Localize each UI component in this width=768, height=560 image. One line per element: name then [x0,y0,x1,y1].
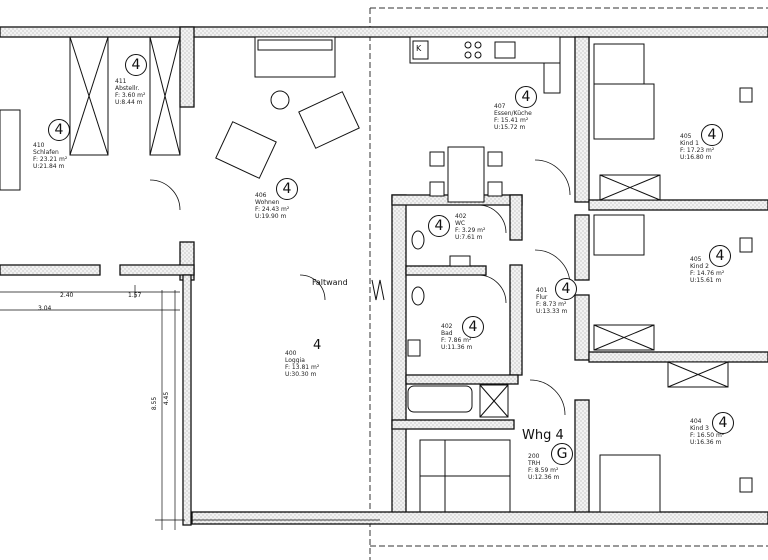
room-label-410: 410 Schlafen F: 23.21 m² U:21.84 m [33,142,68,170]
folding-wall [371,279,385,301]
kitchen-fridge-label: K [416,44,422,53]
dimension-label: 3.04 [38,305,52,312]
unit-marker: 4 [701,124,723,146]
unit-marker: G [551,443,573,465]
bedroom-furniture [593,43,753,513]
room-label-405: 405 Kind 1 F: 17.23 m² U:16.80 m [680,133,715,161]
unit-marker: 4 [125,54,147,76]
dimension-label: 2.40 [60,292,74,299]
room-label-402-wc: 402 WC F: 3.29 m² U:7.61 m [455,213,486,241]
room-label-400: 400 Loggia F: 13.81 m² U:30.30 m [285,350,320,378]
unit-marker: 4 [515,86,537,108]
unit-marker: 4 [462,316,484,338]
room-label-406: 406 Wohnen F: 24.43 m² U:19.90 m [255,192,290,220]
dimension-label: 8.55 [151,396,159,411]
unit-marker: 4 [555,278,577,300]
unit-marker: 4 [276,178,298,200]
unit-marker: 4 [709,245,731,267]
room-label-401: 401 Flur F: 8.73 m² U:13.33 m [536,287,568,315]
room-label-200: 200 TRH F: 8.59 m² U:12.36 m [528,453,560,481]
room-label-405-kind2: 405 Kind 2 F: 14.76 m² U:15.61 m [690,256,725,284]
dining-table [429,146,503,203]
room-label-411: 411 Abstellr. F: 3.60 m² U:8.44 m [115,78,146,106]
folding-wall-label: Faltwand [312,278,348,287]
bathrooms [407,230,509,418]
unit-marker: 4 [48,119,70,141]
dimension-lines [0,285,380,530]
unit-marker: 4 [428,215,450,237]
apartment-label: Whg 4 [522,428,564,443]
unit-marker: 4 [712,412,734,434]
living-furniture [215,36,360,179]
apartment-boundary [369,7,768,560]
dimension-label: 4.45 [163,391,171,406]
kitchen [409,36,561,94]
room-label-402-bad: 402 Bad F: 7.86 m² U:11.36 m [441,323,473,351]
dimension-label: 1.57 [128,292,142,299]
wardrobes [0,36,181,191]
room-label-407: 407 Essen/Küche F: 15.41 m² U:15.72 m [494,103,532,131]
room-label-404: 404 Kind 3 F: 16.50 m² U:16.36 m [690,418,725,446]
staircase [419,439,511,513]
loggia-unit-number: 4 [313,338,322,353]
